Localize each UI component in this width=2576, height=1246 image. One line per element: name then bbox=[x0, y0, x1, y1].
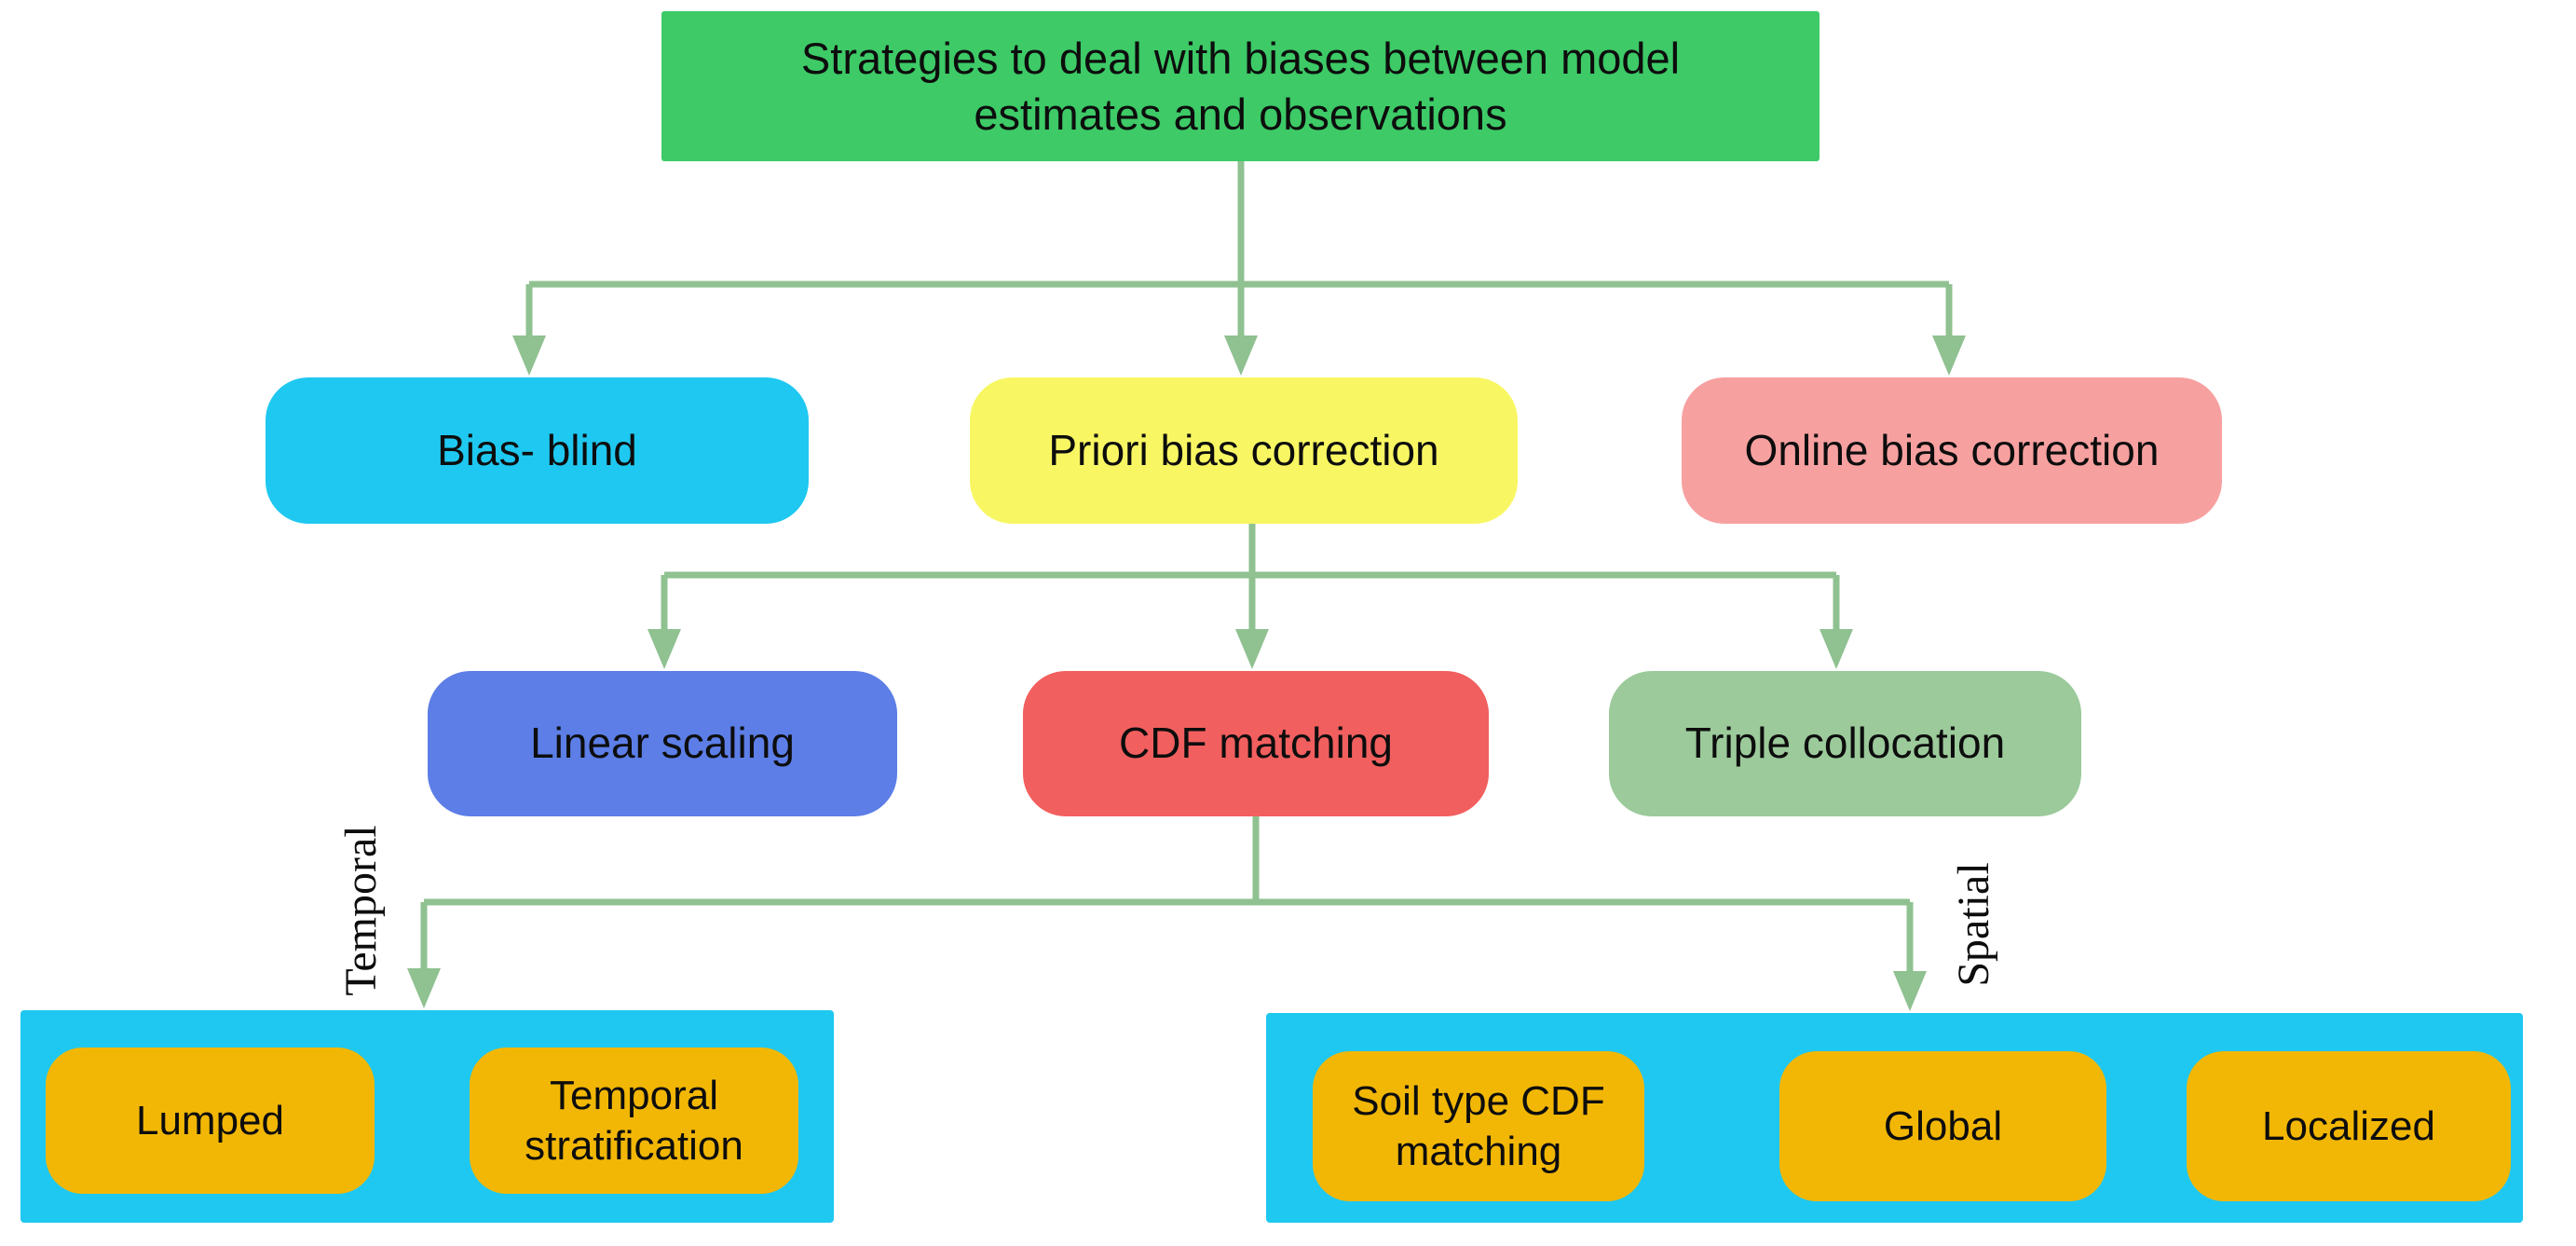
node-priori-bias-correction-label: Priori bias correction bbox=[1048, 425, 1439, 474]
node-bias-blind: Bias- blind bbox=[266, 377, 809, 524]
node-online-bias-correction-label: Online bias correction bbox=[1744, 425, 2160, 474]
node-soil-type-cdf-matching: Soil type CDF matching bbox=[1313, 1051, 1644, 1201]
node-global: Global bbox=[1779, 1051, 2106, 1201]
node-linear-scaling: Linear scaling bbox=[428, 671, 897, 816]
node-soil-type-cdf-matching-label: Soil type CDF matching bbox=[1352, 1077, 1605, 1174]
node-bias-blind-label: Bias- blind bbox=[437, 425, 637, 474]
node-localized: Localized bbox=[2187, 1051, 2511, 1201]
node-localized-label: Localized bbox=[2262, 1102, 2435, 1149]
label-temporal-branch: Temporal bbox=[335, 825, 386, 996]
node-root-label: Strategies to deal with biases between m… bbox=[800, 34, 1681, 139]
node-root-strategies: Strategies to deal with biases between m… bbox=[661, 11, 1820, 161]
node-triple-collocation-label: Triple collocation bbox=[1684, 719, 2006, 768]
node-priori-bias-correction: Priori bias correction bbox=[970, 377, 1518, 524]
node-cdf-matching-label: CDF matching bbox=[1119, 719, 1393, 768]
node-lumped: Lumped bbox=[46, 1047, 375, 1194]
node-temporal-stratification: Temporal stratification bbox=[470, 1047, 798, 1194]
node-cdf-matching: CDF matching bbox=[1023, 671, 1489, 816]
node-triple-collocation: Triple collocation bbox=[1609, 671, 2081, 816]
node-lumped-label: Lumped bbox=[135, 1097, 284, 1143]
node-temporal-stratification-label: Temporal stratification bbox=[525, 1072, 743, 1169]
node-linear-scaling-label: Linear scaling bbox=[530, 719, 795, 768]
node-online-bias-correction: Online bias correction bbox=[1682, 377, 2222, 524]
node-global-label: Global bbox=[1883, 1102, 2003, 1149]
